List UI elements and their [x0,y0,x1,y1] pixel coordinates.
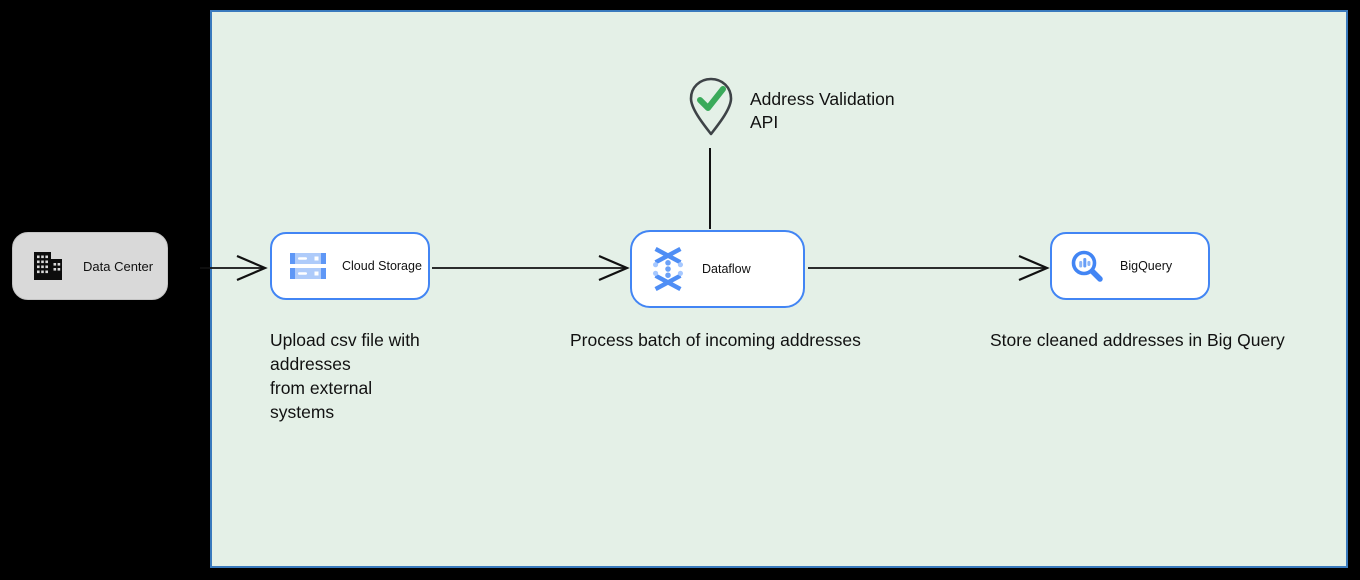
bigquery-icon [1070,249,1104,283]
cloud-storage-label: Cloud Storage [342,259,422,273]
building-icon [31,250,65,282]
dataflow-label: Dataflow [702,262,751,276]
bigquery-label: BigQuery [1120,259,1173,273]
address-validation-pin-icon [689,77,733,136]
address-validation-api-label: Address Validation API [750,89,895,132]
process-note: Process batch of incoming addresses [570,330,861,350]
cloud-storage-node[interactable]: Cloud Storage [270,232,430,300]
dataflow-icon [650,247,686,291]
cloud-storage-icon [290,251,326,281]
data-center-node[interactable]: Data Center [12,232,168,300]
data-center-label: Data Center [83,258,154,274]
bigquery-node[interactable]: BigQuery [1050,232,1210,300]
store-note: Store cleaned addresses in Big Query [990,330,1285,350]
upload-note: Upload csv file with addresses from exte… [270,330,420,422]
dataflow-node[interactable]: Dataflow [630,230,805,308]
